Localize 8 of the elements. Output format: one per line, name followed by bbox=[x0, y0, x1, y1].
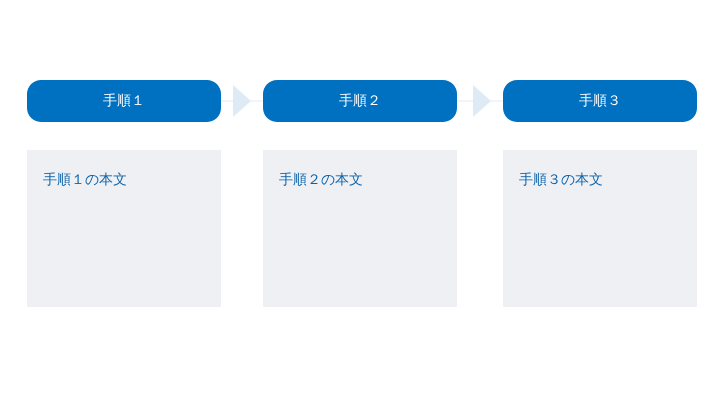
chevron-arrow bbox=[220, 85, 264, 117]
step-header: 手順３ bbox=[503, 80, 697, 122]
step-body-text: 手順２の本文 bbox=[279, 171, 364, 190]
chevron-arrow bbox=[456, 85, 504, 117]
step-body-text: 手順３の本文 bbox=[519, 171, 604, 190]
step-header: 手順２ bbox=[263, 80, 457, 122]
step-body-text: 手順１の本文 bbox=[43, 171, 128, 190]
step-header: 手順１ bbox=[27, 80, 221, 122]
